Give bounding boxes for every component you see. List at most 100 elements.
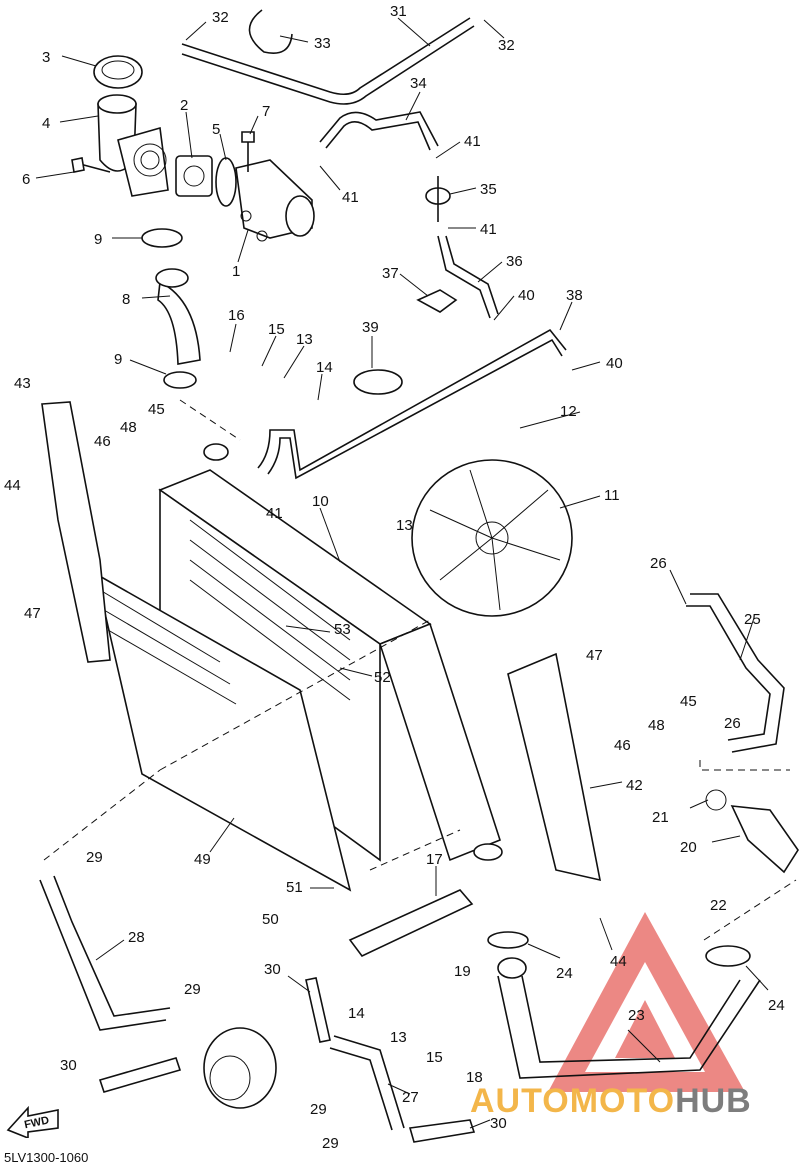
callout-29-c: 29 xyxy=(310,1101,327,1118)
watermark-text-hub: HUB xyxy=(675,1082,752,1120)
callout-49: 49 xyxy=(194,851,211,868)
callout-22: 22 xyxy=(710,897,727,914)
bolts-top xyxy=(71,131,255,173)
side-cover-43 xyxy=(41,401,111,663)
hose-28 xyxy=(39,875,171,1031)
callout-44-right: 44 xyxy=(610,953,627,970)
callout-19: 19 xyxy=(454,963,471,980)
callout-34: 34 xyxy=(410,75,427,92)
callout-27: 27 xyxy=(402,1089,419,1106)
callout-30-right: 30 xyxy=(490,1115,507,1132)
hose-27 xyxy=(329,1035,405,1131)
callout-30-left: 30 xyxy=(60,1057,77,1074)
callout-9-top: 9 xyxy=(94,231,102,248)
forward-arrow-icon: FWD xyxy=(6,1105,59,1138)
callout-29-b: 29 xyxy=(184,981,201,998)
callout-9-mid: 9 xyxy=(114,351,122,368)
watermark-triangle xyxy=(548,912,745,1092)
callout-24-right: 24 xyxy=(768,997,785,1014)
callout-12: 12 xyxy=(560,403,577,420)
fitting-20 xyxy=(705,789,799,874)
callout-13-bottom: 13 xyxy=(390,1029,407,1046)
watermark-text-automoto: AUTOMOTO xyxy=(470,1082,676,1120)
brackets-30 xyxy=(98,977,476,1143)
callout-28: 28 xyxy=(128,929,145,946)
callout-10: 10 xyxy=(312,493,329,510)
callout-46-right: 46 xyxy=(614,737,631,754)
callout-24-left: 24 xyxy=(556,965,573,982)
callout-16: 16 xyxy=(228,307,245,324)
callout-47-right: 47 xyxy=(586,647,603,664)
callout-47-left: 47 xyxy=(24,605,41,622)
bracket-17 xyxy=(348,889,474,958)
hose-36 xyxy=(437,235,499,319)
callout-53: 53 xyxy=(334,621,351,638)
callout-23: 23 xyxy=(628,1007,645,1024)
callout-1: 1 xyxy=(232,263,240,280)
callout-20: 20 xyxy=(680,839,697,856)
fwd-label: FWD xyxy=(23,1114,50,1131)
callout-43: 43 xyxy=(14,375,31,392)
filler-neck xyxy=(97,94,169,197)
callout-6: 6 xyxy=(22,171,30,188)
callout-26-top: 26 xyxy=(650,555,667,572)
callout-18: 18 xyxy=(466,1069,483,1086)
callout-39: 39 xyxy=(362,319,379,336)
callout-37: 37 xyxy=(382,265,399,282)
callout-36: 36 xyxy=(506,253,523,270)
callout-7: 7 xyxy=(262,103,270,120)
callout-48-right: 48 xyxy=(648,717,665,734)
callout-15-bottom: 15 xyxy=(426,1049,443,1066)
hose-23 xyxy=(497,957,761,1079)
hose-31 xyxy=(181,17,475,105)
assembly-lines xyxy=(43,399,797,941)
callout-14-bottom: 14 xyxy=(348,1005,365,1022)
callout-labels: 3 4 6 9 2 5 7 1 32 33 31 32 34 41 41 35 … xyxy=(4,3,785,1152)
callout-40-a: 40 xyxy=(518,287,535,304)
callout-44-left: 44 xyxy=(4,477,21,494)
callout-11: 11 xyxy=(604,487,620,504)
callout-17: 17 xyxy=(426,851,443,868)
callout-15-top: 15 xyxy=(268,321,285,338)
callout-32-left: 32 xyxy=(212,9,229,26)
hose-8 xyxy=(155,268,201,365)
callout-5: 5 xyxy=(212,121,220,138)
hose-38 xyxy=(257,328,567,480)
callout-38: 38 xyxy=(566,287,583,304)
callout-45-right: 45 xyxy=(680,693,697,710)
callout-8: 8 xyxy=(122,291,130,308)
bracket-37 xyxy=(416,289,458,313)
callout-26-bottom: 26 xyxy=(724,715,741,732)
callout-33: 33 xyxy=(314,35,331,52)
leader-lines xyxy=(35,17,769,1129)
callout-50: 50 xyxy=(262,911,279,928)
hose-34 xyxy=(319,111,439,151)
callout-14-top: 14 xyxy=(316,359,333,376)
callout-45-left: 45 xyxy=(148,401,165,418)
radiator-cap xyxy=(93,55,143,89)
callout-21: 21 xyxy=(652,809,669,826)
callout-31: 31 xyxy=(390,3,407,20)
callout-41-c: 41 xyxy=(480,221,497,238)
callout-30-mid: 30 xyxy=(264,961,281,978)
part-code: 5LV1300-1060 xyxy=(4,1150,89,1165)
callout-13-top: 13 xyxy=(296,331,313,348)
callout-32-right: 32 xyxy=(498,37,515,54)
callout-25: 25 xyxy=(744,611,761,628)
callout-52: 52 xyxy=(374,669,391,686)
clip-33 xyxy=(248,9,293,54)
callout-48-left: 48 xyxy=(120,419,137,436)
callout-13-mid: 13 xyxy=(396,517,413,534)
callout-51: 51 xyxy=(286,879,303,896)
callout-3: 3 xyxy=(42,49,50,66)
clamp-39 xyxy=(353,369,403,395)
callout-35: 35 xyxy=(480,181,497,198)
side-cover-42 xyxy=(507,652,602,882)
radiator-core-hatch xyxy=(189,519,351,701)
callout-40-b: 40 xyxy=(606,355,623,372)
callout-29-d: 29 xyxy=(322,1135,339,1152)
thermostat-cover xyxy=(235,159,315,242)
fan-11 xyxy=(411,459,573,617)
grille-49 xyxy=(94,572,352,892)
callout-29-a: 29 xyxy=(86,849,103,866)
